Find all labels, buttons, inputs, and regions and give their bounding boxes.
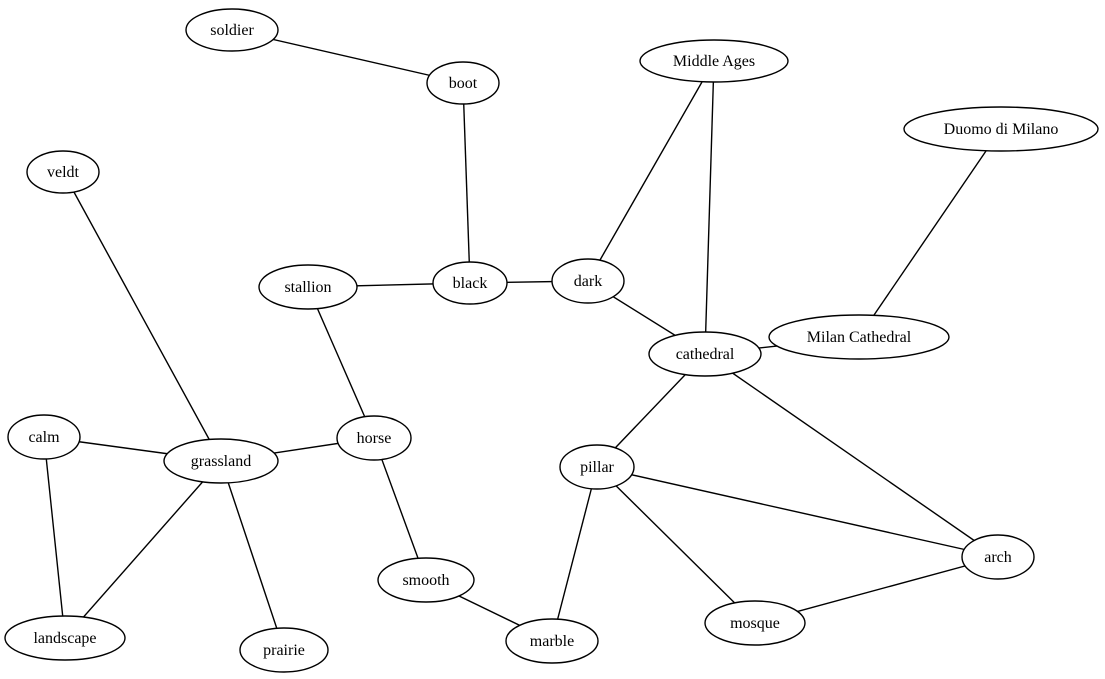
edge-pillar-marble (551, 466, 598, 642)
node-label: mosque (730, 615, 780, 632)
node-label: marble (530, 633, 574, 650)
edge-boot-black (462, 82, 471, 284)
node-ellipse (426, 61, 500, 105)
node-horse: horse (336, 415, 412, 461)
node-ellipse (377, 557, 475, 603)
node-veldt: veldt (26, 150, 100, 194)
node-ellipse (639, 39, 789, 83)
edge-duomo-milan-cathedral (858, 128, 1002, 338)
node-label: black (453, 275, 488, 292)
node-milan-cathedral: Milan Cathedral (768, 314, 950, 360)
node-ellipse (704, 600, 806, 646)
node-pillar: pillar (559, 444, 635, 490)
node-label: veldt (47, 164, 80, 181)
edge-horse-smooth (373, 437, 427, 581)
node-ellipse (185, 8, 279, 52)
node-label: stallion (284, 279, 331, 296)
node-label: soldier (210, 22, 254, 39)
node-landscape: landscape (4, 615, 126, 661)
edge-stallion-horse (307, 286, 375, 439)
node-middle-ages: Middle Ages (639, 39, 789, 83)
node-smooth: smooth (377, 557, 475, 603)
node-ellipse (559, 444, 635, 490)
node-label: boot (449, 75, 478, 92)
node-ellipse (903, 106, 1099, 152)
node-ellipse (432, 261, 508, 305)
node-black: black (432, 261, 508, 305)
edge-pillar-mosque (596, 466, 756, 624)
node-boot: boot (426, 61, 500, 105)
node-ellipse (258, 264, 358, 310)
node-label: landscape (33, 630, 96, 647)
node-label: arch (984, 549, 1012, 566)
node-label: Middle Ages (673, 53, 755, 70)
node-duomo: Duomo di Milano (903, 106, 1099, 152)
node-ellipse (505, 618, 599, 664)
node-ellipse (7, 414, 81, 460)
node-ellipse (163, 438, 279, 484)
node-label: grassland (191, 453, 251, 470)
node-prairie: prairie (239, 627, 329, 673)
edge-middle-ages-cathedral (704, 60, 715, 355)
node-label: calm (28, 429, 60, 446)
node-label: Duomo di Milano (944, 121, 1059, 138)
edge-calm-landscape (43, 436, 66, 639)
node-arch: arch (961, 534, 1035, 580)
node-ellipse (768, 314, 950, 360)
node-ellipse (239, 627, 329, 673)
node-label: Milan Cathedral (807, 329, 912, 346)
node-soldier: soldier (185, 8, 279, 52)
node-label: cathedral (676, 346, 735, 363)
node-label: prairie (263, 642, 305, 659)
node-ellipse (551, 258, 625, 304)
node-label: dark (574, 273, 602, 290)
node-ellipse (961, 534, 1035, 580)
edge-veldt-grassland (62, 171, 222, 462)
node-label: pillar (580, 459, 614, 476)
node-grassland: grassland (163, 438, 279, 484)
node-stallion: stallion (258, 264, 358, 310)
node-mosque: mosque (704, 600, 806, 646)
node-ellipse (26, 150, 100, 194)
edge-grassland-landscape (64, 460, 222, 639)
node-calm: calm (7, 414, 81, 460)
node-marble: marble (505, 618, 599, 664)
node-dark: dark (551, 258, 625, 304)
edge-cathedral-arch (704, 353, 999, 558)
node-cathedral: cathedral (648, 331, 762, 377)
node-ellipse (336, 415, 412, 461)
node-ellipse (4, 615, 126, 661)
edge-dark-middle-ages (587, 60, 715, 282)
edge-pillar-arch (596, 466, 999, 558)
node-label: smooth (402, 572, 449, 589)
node-ellipse (648, 331, 762, 377)
edge-grassland-prairie (220, 460, 285, 651)
node-label: horse (357, 430, 392, 447)
